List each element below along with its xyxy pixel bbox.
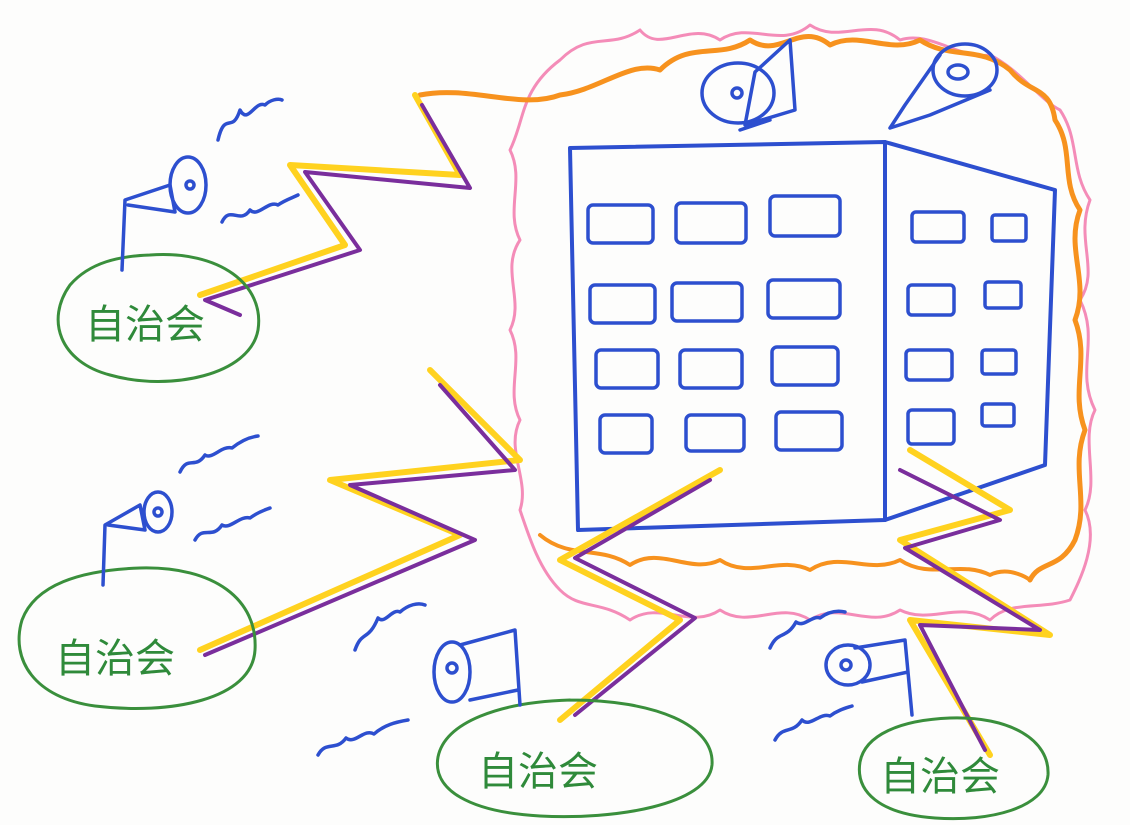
building-icon (570, 142, 1055, 530)
association-label: 自治会 (478, 749, 598, 795)
association-group-1: 自治会 (58, 99, 298, 381)
sound-wave-icon (355, 604, 425, 650)
association-group-4: 自治会 (770, 611, 1048, 818)
loudspeaker-icon (826, 640, 912, 715)
building-windows-side (906, 212, 1026, 444)
association-group-3: 自治会 (318, 604, 712, 817)
building-windows-front (588, 196, 842, 453)
association-label: 自治会 (55, 636, 175, 682)
sound-wave-icon (775, 706, 852, 740)
sound-wave-icon (318, 720, 408, 755)
lightning-bolt-icon (560, 470, 720, 720)
sound-wave-icon (222, 195, 298, 222)
association-label: 自治会 (880, 754, 1000, 800)
lightning-bolt-icon (200, 95, 460, 295)
lightning-bolt-purple (205, 385, 515, 655)
lightning-bolt-icon (900, 450, 1050, 755)
sound-wave-icon (195, 508, 270, 540)
sound-wave-icon (218, 99, 282, 140)
association-group-2: 自治会 (19, 436, 270, 708)
loudspeaker-icon (434, 630, 520, 705)
lightning-bolt-purple (900, 470, 1040, 750)
association-label: 自治会 (85, 302, 205, 348)
lightning-bolt-icon (200, 370, 520, 650)
sound-wave-icon (180, 436, 258, 472)
loudspeaker-icon (702, 40, 795, 130)
